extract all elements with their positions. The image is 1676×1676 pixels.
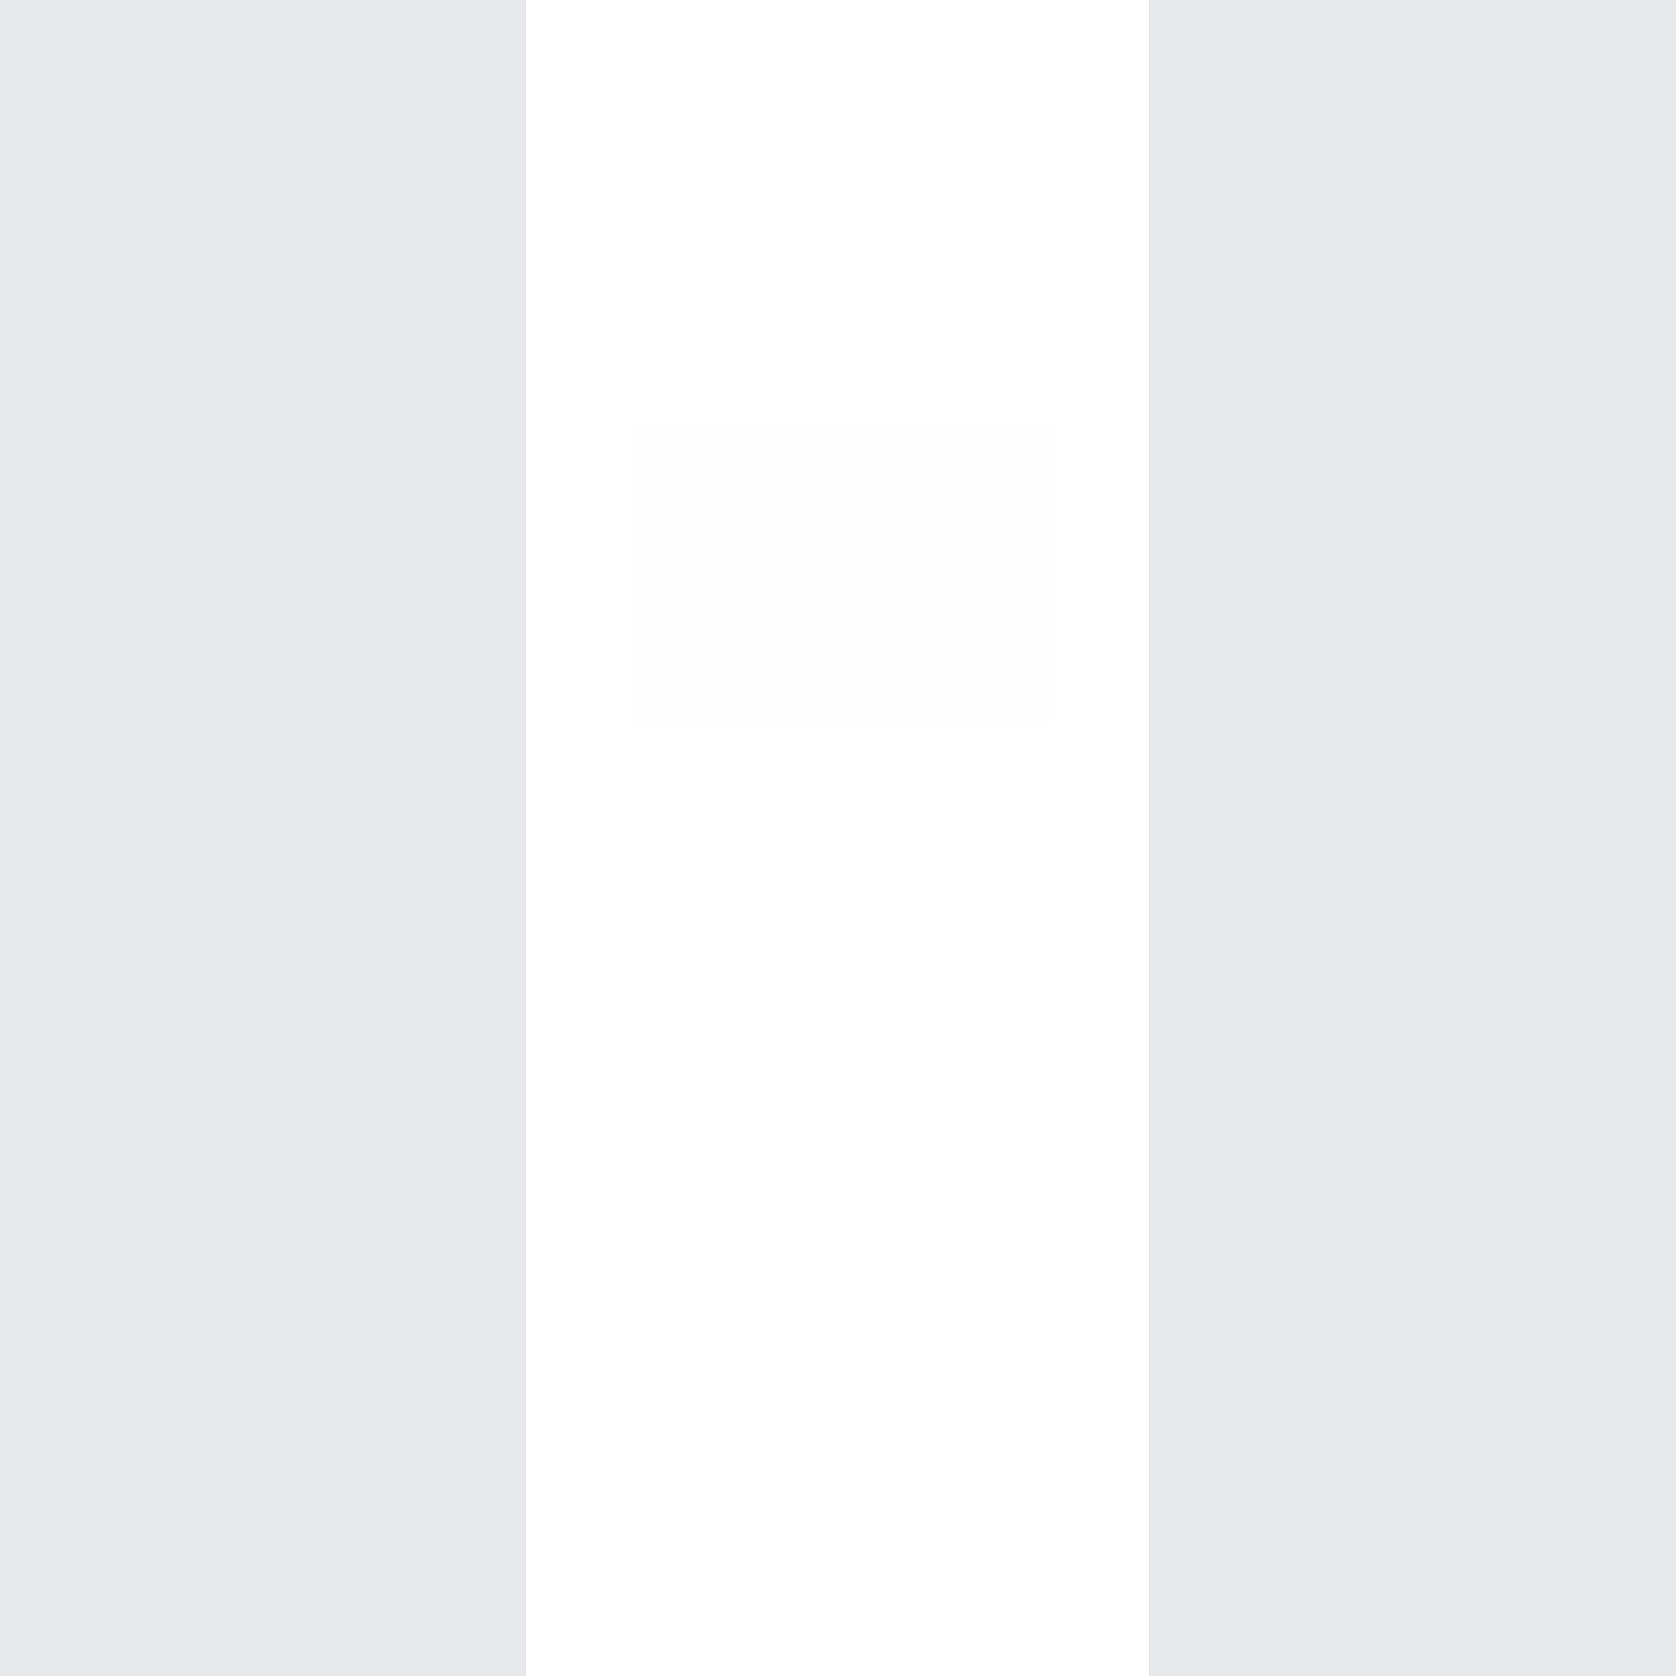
right-gutter <box>1149 0 1676 1676</box>
loading-placeholder <box>631 425 1051 725</box>
left-gutter <box>0 0 526 1676</box>
content-column <box>526 0 1149 1676</box>
